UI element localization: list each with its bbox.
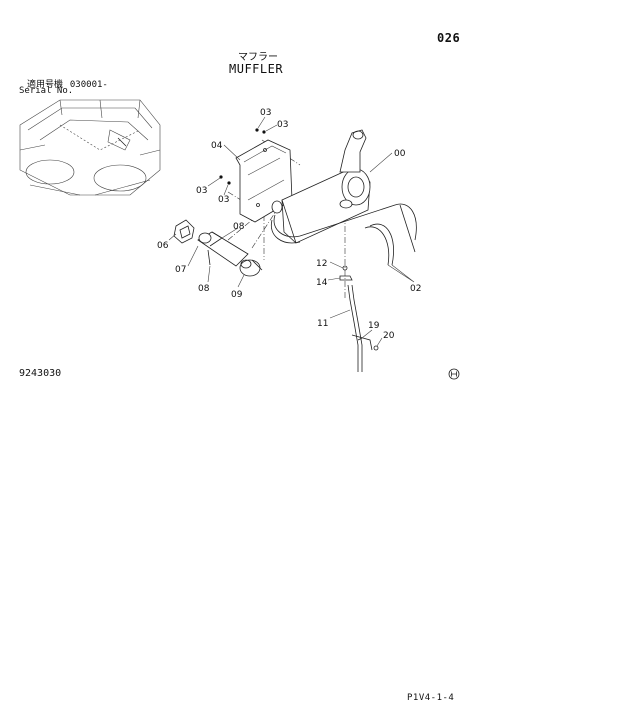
pipe-part: [197, 231, 249, 267]
mounting-band-part: [270, 203, 417, 266]
callout-12: 12: [316, 259, 327, 269]
callout-08-b: 08: [198, 284, 210, 294]
circled-h-icon: [448, 368, 460, 380]
screw-dot: [227, 181, 231, 185]
muffler-body-part: [271, 129, 371, 244]
support-rod-part: [347, 284, 373, 372]
callout-08-a: 08: [233, 222, 245, 232]
title-japanese: マフラー: [238, 52, 278, 63]
callout-03-b: 03: [277, 120, 288, 130]
title-english: MUFFLER: [229, 62, 284, 76]
callout-03-c: 03: [196, 186, 207, 196]
callout-14: 14: [316, 278, 328, 288]
screw-dot: [219, 175, 223, 179]
machine-overview-sketch: [19, 99, 161, 196]
bolt-part: [339, 265, 353, 281]
bracket-plate-part: [235, 139, 293, 223]
callout-03-a: 03: [260, 108, 271, 118]
serial-range: 030001-: [69, 80, 108, 90]
gasket-part: [173, 219, 195, 244]
callout-09: 09: [231, 290, 243, 300]
callout-00: 00: [394, 149, 406, 159]
callout-20: 20: [383, 331, 395, 341]
fastener-part: [357, 337, 379, 351]
clamp-part: [239, 259, 263, 277]
figure-number: 9243030: [19, 368, 62, 379]
callout-19: 19: [368, 321, 380, 331]
callout-04: 04: [211, 141, 223, 151]
serial-label-japanese: 適用号機 030001-: [27, 77, 108, 90]
screw-dot: [262, 130, 266, 134]
callout-06: 06: [157, 241, 169, 251]
callout-03-d: 03: [218, 195, 229, 205]
callout-11: 11: [317, 319, 328, 329]
footer-code: P1V4-1-4: [407, 693, 455, 703]
page-number: 026: [437, 31, 461, 45]
callout-07: 07: [175, 265, 186, 275]
serial-label-jp-text: 適用号機: [27, 80, 64, 90]
screw-dot: [255, 128, 259, 132]
callout-02: 02: [410, 284, 421, 294]
serial-label-english: Serial No.: [19, 86, 74, 96]
